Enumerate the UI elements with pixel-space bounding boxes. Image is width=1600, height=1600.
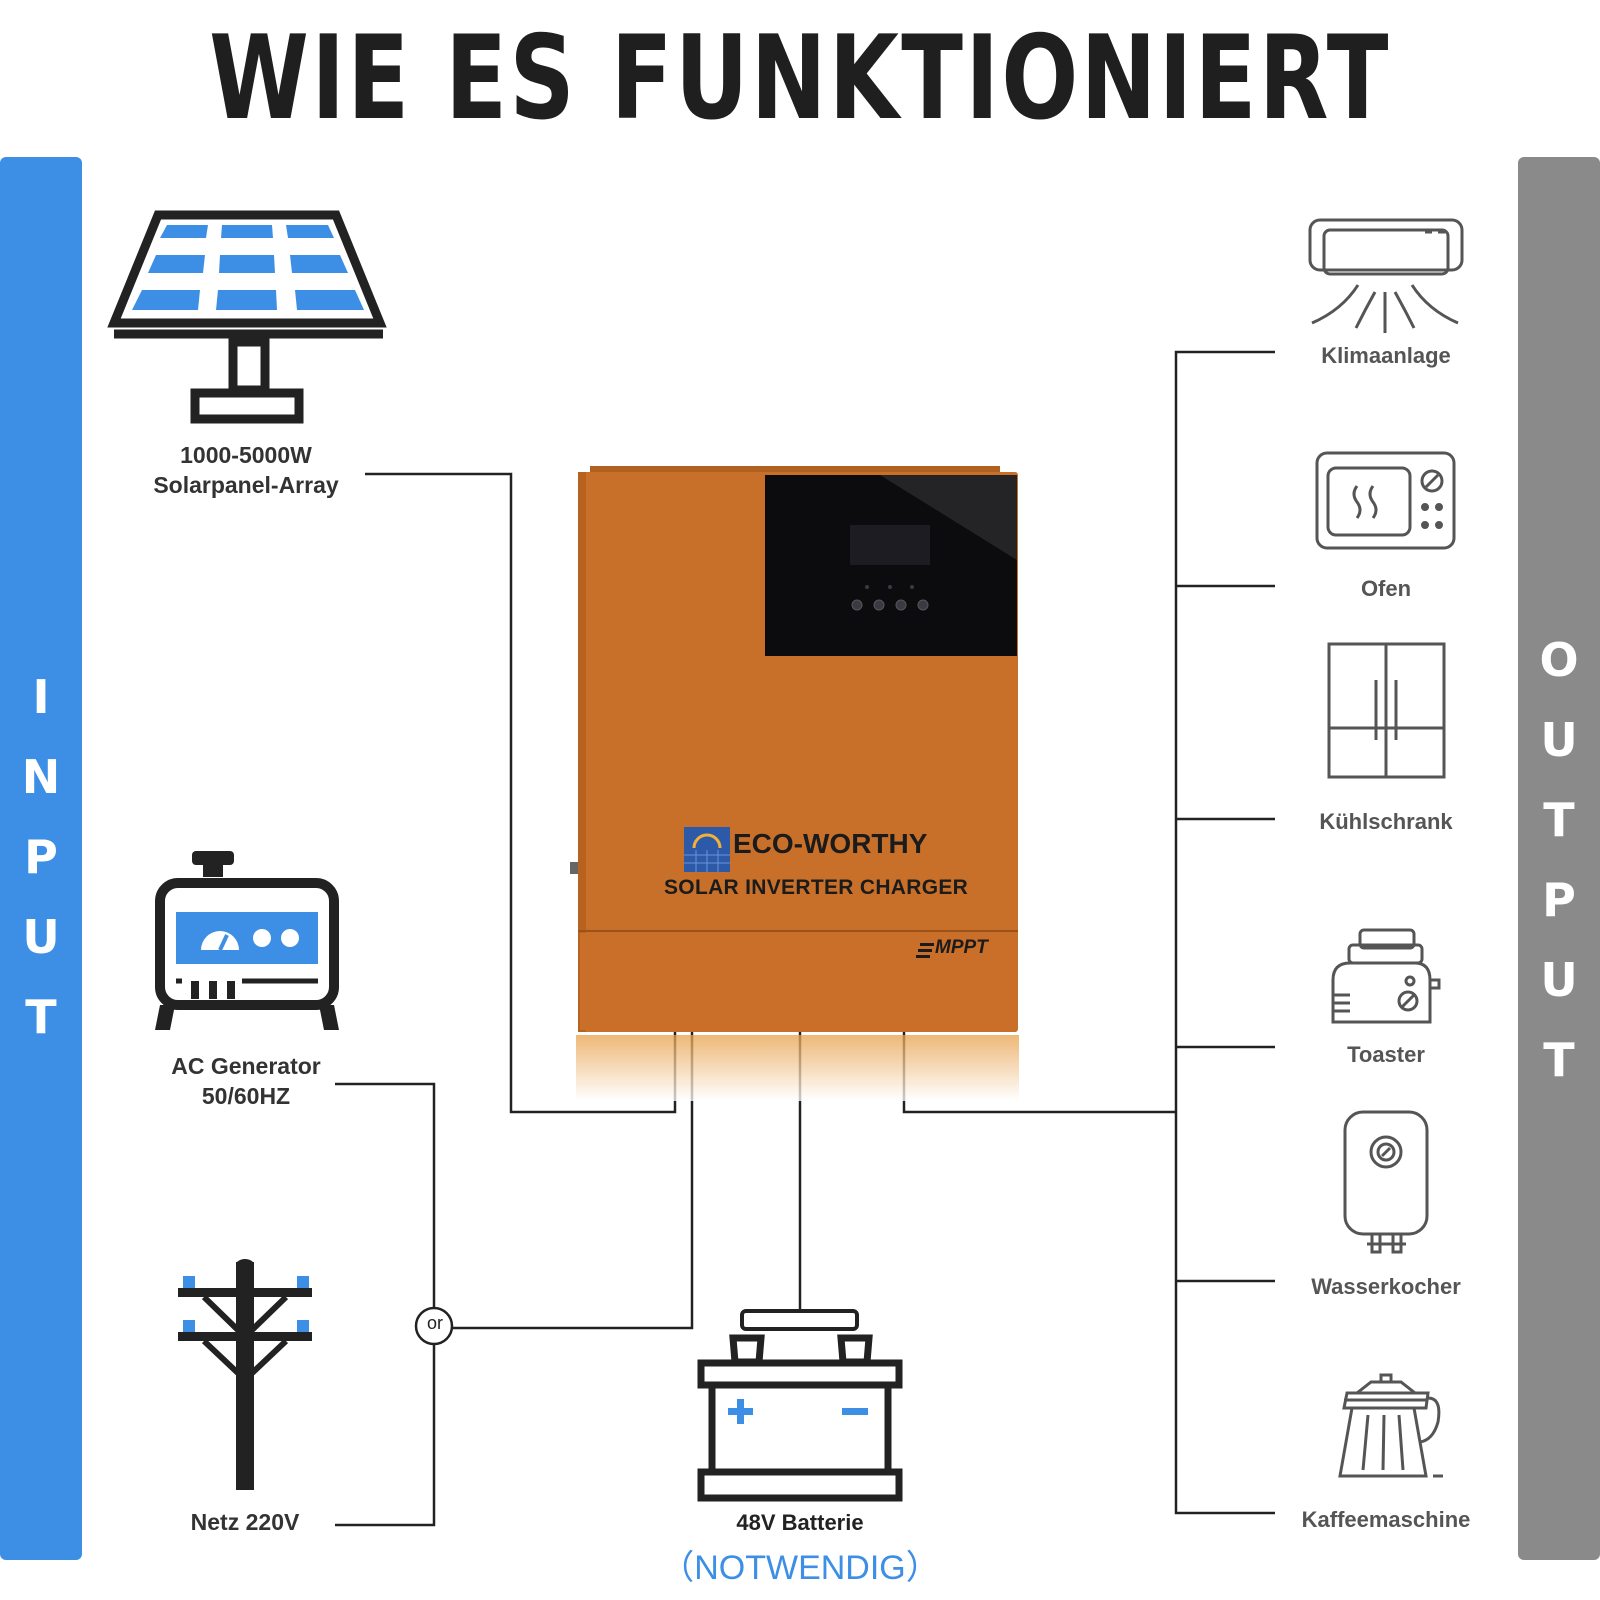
output-bar-letters: O U T P U T: [1518, 620, 1600, 1100]
output-trunk-line: [1174, 350, 1275, 1515]
output-label-water-heater: Wasserkocher: [1311, 1274, 1461, 1299]
input-bar-letters: I N P U T: [0, 657, 82, 1057]
output-label-toaster: Toaster: [1347, 1042, 1425, 1067]
grid-connection-line: [335, 1344, 436, 1527]
inverter-product: SOLAR INVERTER CHARGER: [664, 876, 969, 899]
mppt-stripes: [916, 943, 934, 958]
ent-button: [917, 599, 929, 611]
coffee-maker-icon: [1338, 1373, 1443, 1478]
inverter-lower-panel: [580, 933, 1016, 1030]
or-junction-circle: [414, 1306, 454, 1346]
output-letter: U: [1540, 713, 1578, 767]
generator-name: AC Generator: [171, 1053, 321, 1079]
output-label-air-conditioner: Klimaanlage: [1321, 343, 1451, 368]
inverter-unit: [570, 466, 1019, 1101]
battery-label: 48V Batterie: [736, 1510, 864, 1535]
generator-icon: [155, 851, 339, 1030]
battery-icon: [697, 1309, 903, 1502]
solar-array-name: Solarpanel-Array: [153, 472, 339, 498]
output-letter: T: [1543, 1033, 1575, 1087]
input-letter: U: [22, 910, 60, 964]
output-letter: O: [1539, 633, 1579, 687]
output-label-coffee-maker: Kaffeemaschine: [1301, 1507, 1471, 1532]
microwave-icon: [1315, 451, 1456, 550]
input-bar: I N P U T: [0, 157, 82, 1560]
control-buttons: [851, 599, 929, 611]
input-letter: T: [25, 990, 57, 1044]
indicator-leds: [865, 585, 914, 589]
input-letter: P: [24, 830, 58, 884]
down-button: [895, 599, 907, 611]
side-connector: [570, 862, 578, 874]
solar-label: 1000-5000W Solarpanel-Array: [130, 440, 362, 500]
inverter-reflection: [576, 1035, 1019, 1101]
water-heater-icon: [1343, 1110, 1429, 1254]
generator-label: AC Generator 50/60HZ: [140, 1051, 352, 1111]
solar-cells: [132, 225, 364, 310]
input-letter: N: [21, 750, 61, 804]
output-label-oven: Ofen: [1360, 576, 1412, 601]
solar-panel-icon: [107, 210, 387, 424]
output-label-fridge: Kühlschrank: [1319, 809, 1453, 834]
battery-required-note: （NOTWENDIG）: [660, 1549, 940, 1587]
air-conditioner-icon: [1308, 218, 1464, 333]
page-title: WIE ES FUNKTIONIERT: [209, 11, 1391, 146]
generator-connection-line: [335, 1082, 436, 1308]
lcd-screen: [850, 525, 930, 565]
output-bar: O U T P U T: [1518, 157, 1600, 1560]
ac-input-line: [452, 1032, 694, 1330]
set-button: [851, 599, 863, 611]
fridge-icon: [1327, 642, 1446, 779]
inverter-brand: ECO-WORTHY: [733, 828, 928, 859]
output-letter: U: [1540, 953, 1578, 1007]
output-letter: P: [1542, 873, 1576, 927]
or-label: or: [426, 1313, 443, 1333]
inverter-side-shade: [578, 472, 586, 1032]
output-letter: T: [1543, 793, 1575, 847]
toaster-icon: [1331, 928, 1441, 1024]
mppt-badge: MPPT: [935, 937, 988, 958]
power-pole-icon: [178, 1259, 312, 1490]
solar-power-range: 1000-5000W: [180, 442, 312, 468]
up-button: [873, 599, 885, 611]
input-letter: I: [32, 670, 50, 724]
inverter-top-edge: [590, 466, 1000, 474]
brand-logo: [684, 827, 730, 872]
generator-frequency: 50/60HZ: [201, 1083, 291, 1109]
display-glare: [880, 475, 1017, 560]
grid-label: Netz 220V: [190, 1509, 300, 1535]
